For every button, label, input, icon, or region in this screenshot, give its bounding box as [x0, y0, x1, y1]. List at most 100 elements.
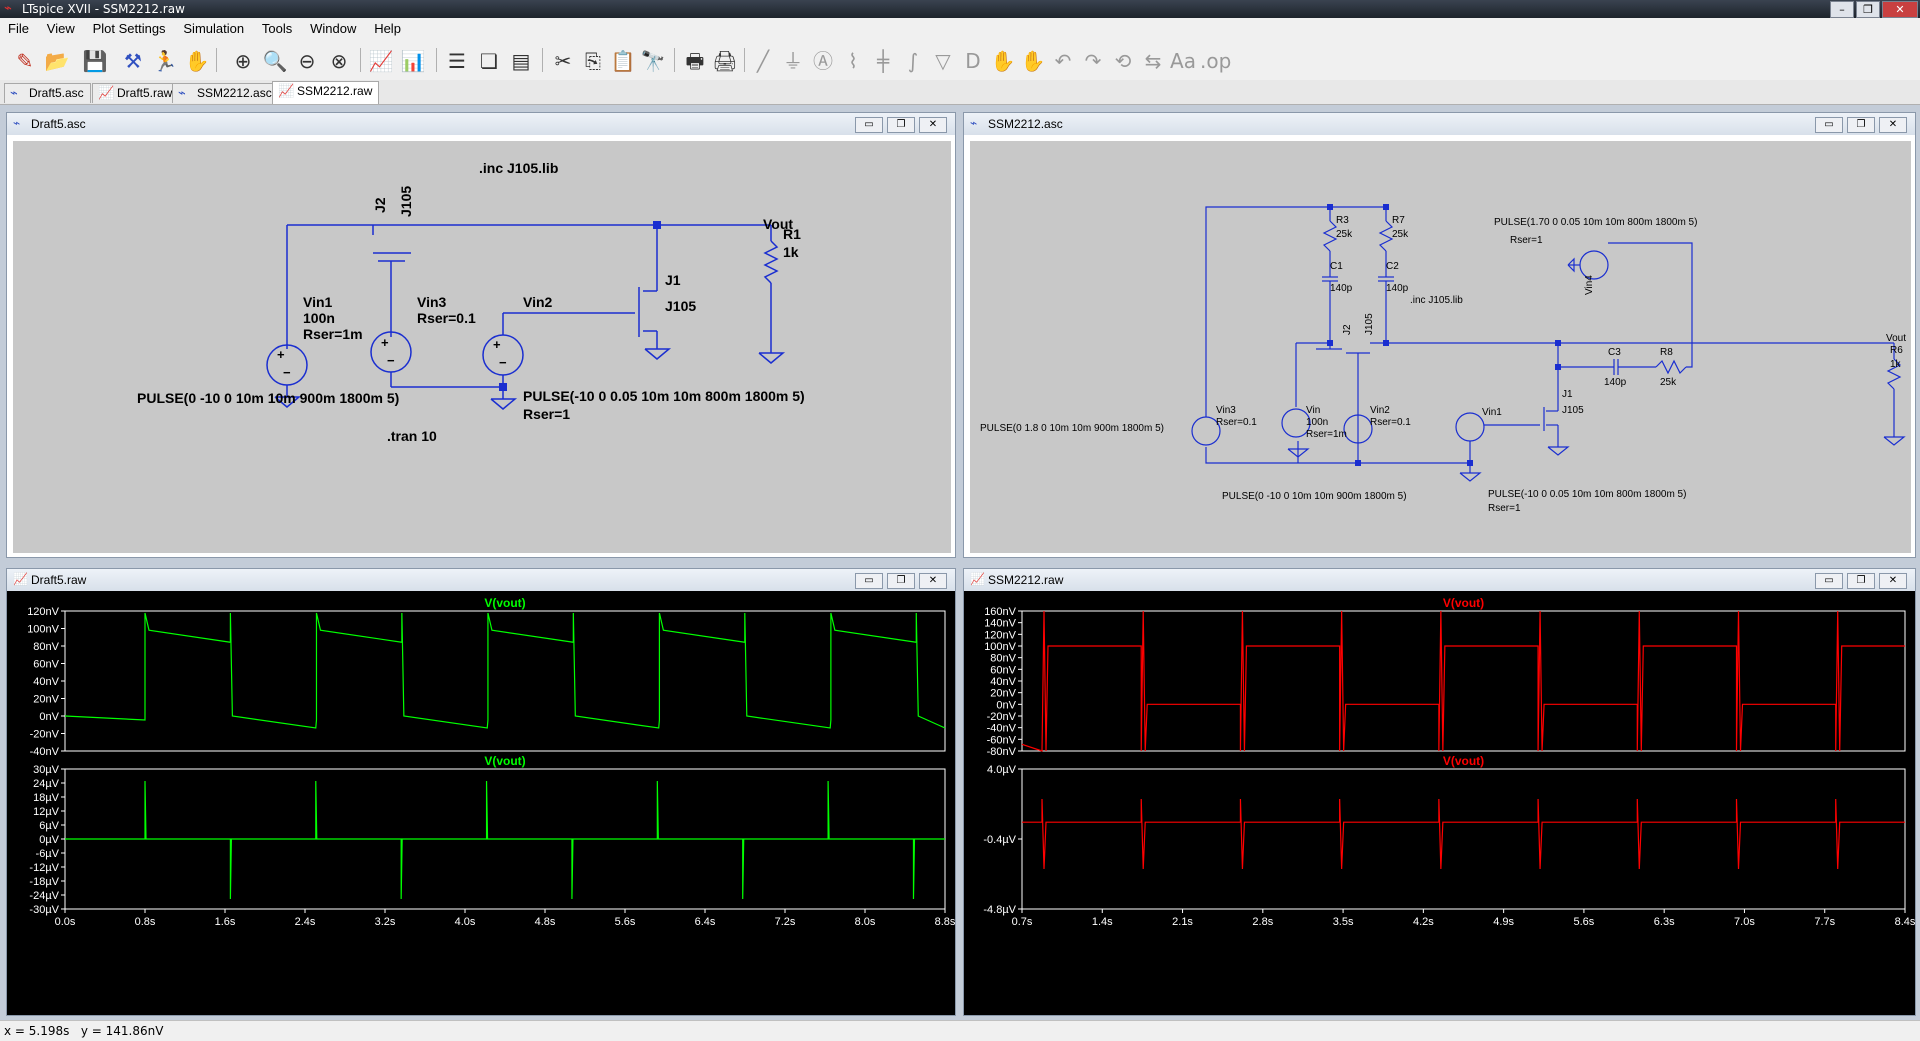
j2-name: J2: [372, 197, 388, 213]
new-schematic-icon[interactable]: ✎: [16, 49, 34, 73]
zoom-icon[interactable]: 🔍: [262, 49, 288, 73]
y-tick-label: 120nV: [27, 606, 59, 618]
open-folder-icon[interactable]: 📂: [44, 49, 70, 73]
redo-icon[interactable]: ↷: [1084, 49, 1102, 73]
tab-label: SSM2212.raw: [297, 84, 373, 98]
inc-directive[interactable]: .inc J105.lib: [1410, 295, 1463, 306]
window-restore-button[interactable]: ❐: [887, 117, 915, 133]
trace-vout-top: [1021, 610, 1905, 752]
r6-value: 1k: [1890, 359, 1902, 370]
move-icon[interactable]: ✋: [990, 49, 1016, 73]
draft5-schematic-canvas[interactable]: +− +− +− .inc J105.lib J2 J105 Vout R1 1…: [13, 141, 951, 553]
menu-simulation[interactable]: Simulation: [183, 21, 245, 36]
window-minimize-button[interactable]: ▭: [855, 573, 883, 589]
maximize-button[interactable]: ❐: [1856, 1, 1880, 18]
x-tick-label: 4.8s: [535, 916, 556, 928]
inc-directive[interactable]: .inc J105.lib: [479, 160, 558, 176]
rotate-icon[interactable]: ⟲: [1114, 49, 1132, 73]
x-tick-label: 4.9s: [1493, 916, 1514, 928]
tab-draft5-raw[interactable]: 📈Draft5.raw: [92, 83, 180, 103]
window-restore-button[interactable]: ❐: [1847, 573, 1875, 589]
pulse1-directive[interactable]: PULSE(0 -10 0 10m 10m 900m 1800m 5): [137, 390, 399, 406]
window-minimize-button[interactable]: ▭: [1815, 117, 1843, 133]
print-icon[interactable]: 🖶: [685, 49, 705, 73]
schematic-icon: ⌁: [13, 116, 21, 130]
window-minimize-button[interactable]: ▭: [855, 117, 883, 133]
paste-icon[interactable]: 📋: [610, 49, 636, 73]
label-net-icon[interactable]: Ⓐ: [813, 49, 833, 73]
y-tick-label: -30µV: [29, 904, 59, 916]
undo-icon[interactable]: ↶: [1054, 49, 1072, 73]
svg-text:−: −: [499, 355, 507, 370]
window-close-button[interactable]: ✕: [919, 117, 947, 133]
menu-window[interactable]: Window: [310, 21, 357, 36]
window-close-button[interactable]: ✕: [1879, 573, 1907, 589]
y-tick-label: 20nV: [990, 688, 1016, 700]
cut-icon[interactable]: ✂: [554, 49, 572, 73]
j1-model: J105: [1562, 405, 1584, 416]
y-tick-label: 160nV: [984, 606, 1016, 618]
pulse4-directive[interactable]: PULSE(1.70 0 0.05 10m 10m 800m 1800m 5): [1494, 217, 1697, 228]
window-restore-button[interactable]: ❐: [887, 573, 915, 589]
run-icon[interactable]: 🏃: [152, 49, 178, 73]
zoom-fit-icon[interactable]: ⊗: [330, 49, 348, 73]
y-tick-label: 100nV: [27, 624, 59, 636]
pan-icon[interactable]: ✋: [184, 49, 210, 73]
close-button[interactable]: ✕: [1882, 1, 1918, 18]
window-titlebar[interactable]: 📈Draft5.raw: [7, 569, 955, 591]
r6-name: R6: [1890, 345, 1903, 356]
minimize-button[interactable]: –: [1830, 1, 1854, 18]
window-titlebar[interactable]: ⌁SSM2212.asc: [964, 113, 1915, 135]
y-tick-label: -12µV: [29, 862, 59, 874]
capacitor-icon[interactable]: ╪: [876, 49, 890, 73]
control-panel-icon[interactable]: ⚒: [124, 49, 142, 73]
menu-help[interactable]: Help: [374, 21, 401, 36]
inductor-icon[interactable]: ∫: [907, 49, 919, 73]
tab-ssm2212-asc[interactable]: ⌁SSM2212.asc: [172, 83, 279, 103]
menu-plot-settings[interactable]: Plot Settings: [92, 21, 166, 36]
pulse-left-directive[interactable]: PULSE(0 1.8 0 10m 10m 900m 1800m 5): [980, 423, 1164, 434]
x-tick-label: 0.8s: [135, 916, 156, 928]
tile-vertical-icon[interactable]: ▤: [511, 49, 531, 73]
window-restore-button[interactable]: ❐: [1847, 117, 1875, 133]
zoom-in-icon[interactable]: ⊕: [234, 49, 252, 73]
window-titlebar[interactable]: ⌁Draft5.asc: [7, 113, 955, 135]
autorange-icon[interactable]: 📈: [368, 49, 394, 73]
cascade-icon[interactable]: ❏: [480, 49, 498, 73]
zoom-out-icon[interactable]: ⊖: [298, 49, 316, 73]
save-icon[interactable]: 💾: [82, 49, 108, 73]
window-close-button[interactable]: ✕: [1879, 117, 1907, 133]
mirror-icon[interactable]: ⇆: [1144, 49, 1162, 73]
top-pane-frame: [1021, 610, 1906, 752]
find-icon[interactable]: 🔭: [640, 49, 666, 73]
tran-directive[interactable]: .tran 10: [387, 428, 437, 444]
window-titlebar[interactable]: 📈SSM2212.raw: [964, 569, 1915, 591]
menu-file[interactable]: File: [8, 21, 29, 36]
y-tick-label: 100nV: [984, 641, 1016, 653]
pulse-bottom-directive[interactable]: PULSE(0 -10 0 10m 10m 900m 1800m 5): [1222, 491, 1407, 502]
copy-icon[interactable]: ⎘: [585, 49, 601, 73]
window-close-button[interactable]: ✕: [919, 573, 947, 589]
c1-name: C1: [1330, 261, 1343, 272]
menu-view[interactable]: View: [46, 21, 75, 36]
diode-icon[interactable]: ▽: [935, 49, 951, 73]
menu-tools[interactable]: Tools: [261, 21, 293, 36]
pulse2-directive[interactable]: PULSE(-10 0 0.05 10m 10m 800m 1800m 5): [523, 388, 805, 404]
ground-icon[interactable]: ⏚: [783, 49, 803, 73]
spice-directive-icon[interactable]: .op: [1200, 49, 1232, 73]
wire-icon[interactable]: ╱: [756, 49, 770, 73]
component-icon[interactable]: D: [965, 49, 981, 73]
tile-horizontal-icon[interactable]: ☰: [448, 49, 466, 73]
print-setup-icon[interactable]: 🖨: [712, 49, 738, 73]
resistor-icon[interactable]: ⌇: [848, 49, 858, 73]
pulse-right-directive[interactable]: PULSE(-10 0 0.05 10m 10m 800m 1800m 5): [1488, 489, 1686, 500]
tab-draft5-asc[interactable]: ⌁Draft5.asc: [4, 83, 91, 103]
tab-ssm2212-raw[interactable]: 📈SSM2212.raw: [272, 81, 380, 104]
text-icon[interactable]: Aa: [1170, 49, 1196, 73]
window-minimize-button[interactable]: ▭: [1815, 573, 1843, 589]
cursor-icon[interactable]: 📊: [400, 49, 426, 73]
ssm2212-schematic-canvas[interactable]: R3 25k R7 25k C1 140p C2 140p .inc J105.…: [970, 141, 1911, 553]
drag-icon[interactable]: ✋: [1020, 49, 1046, 73]
